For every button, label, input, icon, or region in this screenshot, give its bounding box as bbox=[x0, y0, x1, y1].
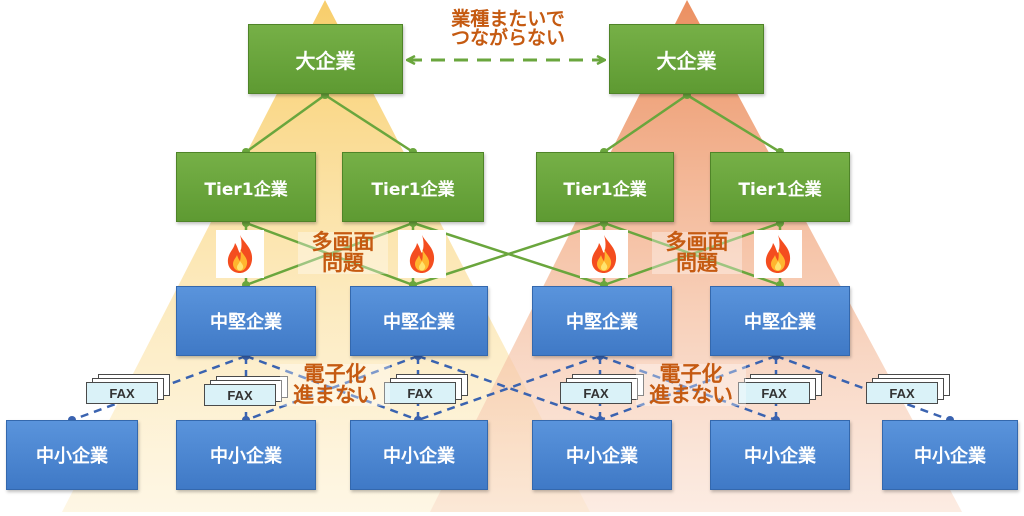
right-small-enterprise-2: 中小企業 bbox=[710, 420, 850, 490]
fire-icon bbox=[754, 230, 802, 278]
green-connectors bbox=[244, 93, 782, 287]
left-tier1-enterprise-2: Tier1企業 bbox=[342, 152, 484, 222]
fax-stack: FAX bbox=[738, 374, 824, 406]
right-mid-enterprise-2: 中堅企業 bbox=[710, 286, 850, 356]
left-small-enterprise-2: 中小企業 bbox=[176, 420, 316, 490]
right-small-enterprise-3: 中小企業 bbox=[882, 420, 1018, 490]
multi-screen-line-2: 問題 bbox=[676, 251, 718, 275]
fax-label: FAX bbox=[738, 382, 810, 404]
left-mid-enterprise-1: 中堅企業 bbox=[176, 286, 316, 356]
fax-stack: FAX bbox=[560, 374, 646, 406]
no-digital-label-left: 電子化 進まない bbox=[280, 364, 390, 406]
cross-industry-line-2: つながらない bbox=[450, 27, 565, 49]
left-small-enterprise-1: 中小企業 bbox=[6, 420, 138, 490]
fire-icon bbox=[216, 230, 264, 278]
left-mid-enterprise-2: 中堅企業 bbox=[350, 286, 488, 356]
fax-label: FAX bbox=[560, 382, 632, 404]
fax-label: FAX bbox=[866, 382, 938, 404]
right-mid-enterprise-1: 中堅企業 bbox=[532, 286, 672, 356]
multi-screen-label-left: 多画面 問題 bbox=[298, 232, 388, 274]
no-digital-label-right: 電子化 進まない bbox=[636, 364, 746, 406]
left-large-enterprise: 大企業 bbox=[248, 24, 403, 94]
cross-industry-label: 業種またいで つながらない bbox=[436, 10, 580, 48]
multi-screen-line-2: 問題 bbox=[322, 251, 364, 275]
right-tier1-enterprise-1: Tier1企業 bbox=[536, 152, 674, 222]
no-digital-line-1: 電子化 bbox=[303, 362, 367, 386]
no-digital-line-1: 電子化 bbox=[659, 362, 723, 386]
fax-label: FAX bbox=[204, 384, 276, 406]
fax-stack: FAX bbox=[86, 374, 172, 406]
right-small-enterprise-1: 中小企業 bbox=[532, 420, 672, 490]
fax-label: FAX bbox=[86, 382, 158, 404]
fire-icon bbox=[580, 230, 628, 278]
cross-industry-line-1: 業種またいで bbox=[451, 8, 565, 30]
no-digital-line-2: 進まない bbox=[293, 383, 377, 407]
no-digital-line-2: 進まない bbox=[649, 383, 733, 407]
left-small-enterprise-3: 中小企業 bbox=[350, 420, 488, 490]
left-tier1-enterprise-1: Tier1企業 bbox=[176, 152, 316, 222]
fax-stack: FAX bbox=[866, 374, 952, 406]
multi-screen-label-right: 多画面 問題 bbox=[652, 232, 742, 274]
fire-icon bbox=[398, 230, 446, 278]
right-large-enterprise: 大企業 bbox=[609, 24, 764, 94]
fax-label: FAX bbox=[384, 382, 456, 404]
multi-screen-line-1: 多画面 bbox=[665, 230, 729, 254]
fax-stack: FAX bbox=[204, 376, 290, 408]
right-tier1-enterprise-2: Tier1企業 bbox=[710, 152, 850, 222]
multi-screen-line-1: 多画面 bbox=[311, 230, 375, 254]
fax-stack: FAX bbox=[384, 374, 470, 406]
